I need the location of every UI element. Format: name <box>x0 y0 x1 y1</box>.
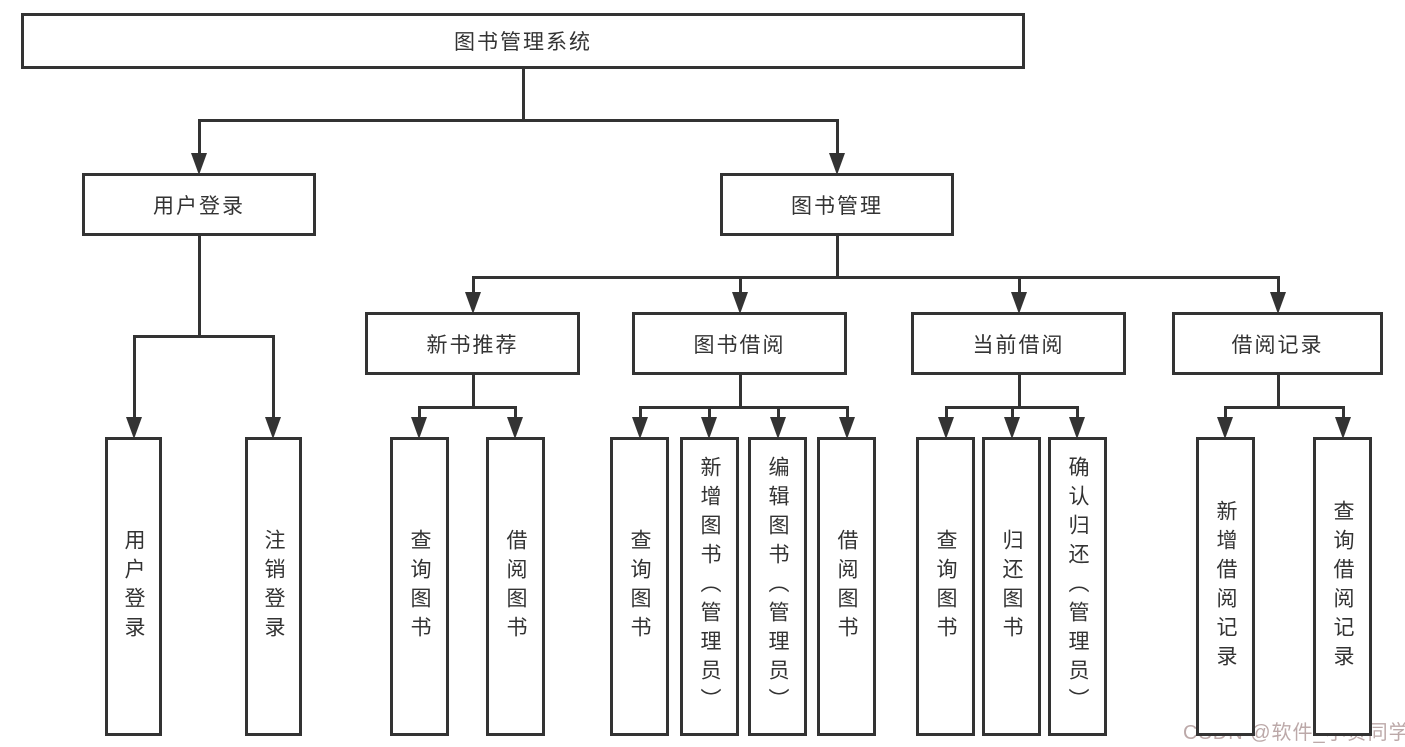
arrow-down-icon <box>265 417 281 439</box>
node-label: 编辑图书（管理员） <box>766 456 789 717</box>
connector-stem <box>1223 406 1227 419</box>
node-nb-query-book: 查询图书 <box>390 437 449 736</box>
arrow-down-icon <box>1011 292 1027 314</box>
node-nb-borrow-book: 借阅图书 <box>486 437 545 736</box>
connector-trunk <box>738 374 742 409</box>
connector-trunk <box>1276 374 1280 409</box>
connector-trunk <box>1017 374 1021 409</box>
node-label: 借阅图书 <box>504 528 527 645</box>
connector-stem <box>835 119 839 155</box>
node-user-login-group: 用户登录 <box>82 173 316 236</box>
node-book-borrow: 图书借阅 <box>632 312 847 375</box>
node-cb-return-book: 归还图书 <box>982 437 1041 736</box>
arrow-down-icon <box>465 292 481 314</box>
arrow-down-icon <box>1270 292 1286 314</box>
arrow-down-icon <box>1069 417 1085 439</box>
connector-stem <box>944 406 948 419</box>
arrow-down-icon <box>829 153 845 175</box>
connector-stem <box>1276 276 1280 294</box>
arrow-down-icon <box>507 417 523 439</box>
node-label: 用户登录 <box>122 528 145 645</box>
node-label: 新增借阅记录 <box>1214 499 1237 674</box>
connector-crossbar <box>132 334 275 338</box>
connector-stem <box>132 335 136 419</box>
connector-trunk <box>521 68 525 122</box>
connector-stem <box>738 276 742 294</box>
arrow-down-icon <box>938 417 954 439</box>
connector-crossbar <box>417 405 517 409</box>
node-label: 图书借阅 <box>693 333 786 357</box>
node-borrow-records: 借阅记录 <box>1172 312 1383 375</box>
node-label: 借阅记录 <box>1231 333 1324 357</box>
node-label: 确认归还（管理员） <box>1066 456 1089 717</box>
node-label: 当前借阅 <box>972 333 1065 357</box>
node-label: 图书管理系统 <box>454 31 592 54</box>
node-bb-borrow-book: 借阅图书 <box>817 437 876 736</box>
node-book-mgmt: 图书管理 <box>720 173 954 236</box>
connector-stem <box>197 119 201 155</box>
arrow-down-icon <box>839 417 855 439</box>
connector-stem <box>776 406 780 419</box>
connector-stem <box>513 406 517 419</box>
node-label: 新增图书（管理员） <box>698 456 721 717</box>
node-label: 查询图书 <box>934 528 957 645</box>
node-current-borrow: 当前借阅 <box>911 312 1126 375</box>
arrow-down-icon <box>632 417 648 439</box>
node-label: 注销登录 <box>262 528 285 645</box>
node-label: 用户登录 <box>153 194 245 218</box>
node-label: 新书推荐 <box>426 333 519 357</box>
node-label: 查询借阅记录 <box>1331 499 1354 674</box>
connector-trunk <box>471 374 475 409</box>
connector-crossbar <box>638 405 849 409</box>
node-bb-query-book: 查询图书 <box>610 437 669 736</box>
arrow-down-icon <box>1217 417 1233 439</box>
arrow-down-icon <box>770 417 786 439</box>
node-label: 查询图书 <box>408 528 431 645</box>
connector-trunk <box>835 235 839 279</box>
arrow-down-icon <box>411 417 427 439</box>
arrow-down-icon <box>1004 417 1020 439</box>
node-br-add-record: 新增借阅记录 <box>1196 437 1255 736</box>
connector-stem <box>845 406 849 419</box>
node-bb-edit-book: 编辑图书（管理员） <box>748 437 807 736</box>
arrow-down-icon <box>191 153 207 175</box>
connector-crossbar <box>197 118 839 122</box>
node-user-logout: 注销登录 <box>245 437 302 736</box>
arrow-down-icon <box>126 417 142 439</box>
connector-stem <box>1341 406 1345 419</box>
node-label: 借阅图书 <box>835 528 858 645</box>
connector-stem <box>471 276 475 294</box>
node-new-book-rec: 新书推荐 <box>365 312 580 375</box>
connector-crossbar <box>1223 405 1345 409</box>
node-root: 图书管理系统 <box>21 13 1025 69</box>
node-cb-query-book: 查询图书 <box>916 437 975 736</box>
node-bb-add-book: 新增图书（管理员） <box>680 437 739 736</box>
node-cb-confirm-return: 确认归还（管理员） <box>1048 437 1107 736</box>
arrow-down-icon <box>1335 417 1351 439</box>
node-label: 归还图书 <box>1000 528 1023 645</box>
connector-stem <box>1075 406 1079 419</box>
connector-stem <box>707 406 711 419</box>
connector-crossbar <box>471 275 1280 279</box>
connector-stem <box>638 406 642 419</box>
connector-stem <box>1010 406 1014 419</box>
connector-trunk <box>197 235 201 338</box>
connector-stem <box>271 335 275 419</box>
node-label: 图书管理 <box>791 194 883 218</box>
node-br-query-record: 查询借阅记录 <box>1313 437 1372 736</box>
node-user-login: 用户登录 <box>105 437 162 736</box>
node-label: 查询图书 <box>628 528 651 645</box>
arrow-down-icon <box>732 292 748 314</box>
connector-stem <box>1017 276 1021 294</box>
connector-stem <box>417 406 421 419</box>
arrow-down-icon <box>701 417 717 439</box>
